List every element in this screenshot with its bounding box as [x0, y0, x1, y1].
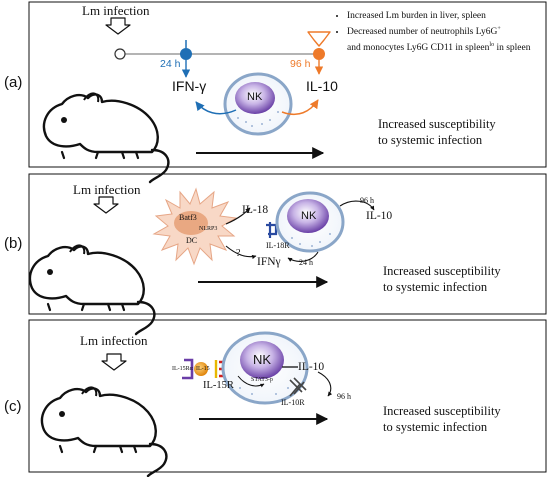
- panel-a-time-24: 24 h: [160, 58, 181, 70]
- panel-b-il18-label: IL-18: [242, 204, 269, 216]
- panel-a-nk-nucleus: [235, 82, 275, 114]
- panel-c-il10r-receptor: [289, 377, 307, 397]
- panel-b-time-24: 24 h: [299, 258, 313, 267]
- panel-c-il15-label: IL-15: [196, 366, 210, 372]
- panel-a-ifn-label: IFN-γ: [172, 78, 207, 94]
- panel-a-outcome-line2: to systemic infection: [378, 133, 483, 147]
- panel-b-outcome-line1: Increased susceptibility: [383, 264, 501, 278]
- panel-a-bullet-2: Decreased number of neutrophils Ly6G+: [347, 23, 531, 39]
- panel-a-bullet-1: Increased Lm burden in liver, spleen: [347, 10, 531, 23]
- panel-a-bullets: Increased Lm burden in liver, spleen Dec…: [337, 10, 531, 55]
- panel-c-granules: [239, 387, 289, 395]
- panel-a-time-96: 96 h: [290, 58, 311, 70]
- panel-c-96h-arrow: [317, 371, 333, 397]
- panel-c-il10r-label: IL-10R: [281, 398, 305, 407]
- panel-a-infection-label: Lm infection: [82, 3, 150, 18]
- panel-a-nk-to-ifn-arrow: [195, 101, 237, 115]
- panel-a-il10-label: IL-10: [306, 78, 338, 94]
- panel-b-infection-label: Lm infection: [73, 182, 141, 197]
- panel-b-question-arrow: [225, 245, 257, 260]
- panel-b-infection-arrow: [93, 196, 119, 214]
- panel-a-letter: (a): [4, 74, 23, 91]
- panel-b-mouse-icon: [28, 244, 156, 336]
- panel-b-letter: (b): [4, 235, 23, 252]
- panel-b-ifn-label: IFNγ: [257, 256, 281, 268]
- panel-a-mouse-icon: [42, 92, 170, 184]
- panel-b-nk-nucleus: [287, 199, 329, 233]
- panel-c-outcome-line1: Increased susceptibility: [383, 404, 501, 418]
- panel-c-letter: (c): [4, 398, 22, 415]
- panel-c-time-96: 96 h: [337, 392, 351, 401]
- panel-b-granules: [291, 233, 331, 247]
- panel-a-24h-node: [180, 48, 192, 60]
- panel-a-outcome-line1: Increased susceptibility: [378, 117, 496, 131]
- panel-b-24h-arrow: [287, 251, 319, 262]
- panel-b-nlrp3-label: NLRP3: [199, 226, 218, 232]
- panel-b-il18r-label: IL-18R: [266, 241, 290, 250]
- panel-c-stat3-label: STAT3-p: [251, 377, 273, 383]
- panel-b-time-96: 96 h: [360, 196, 374, 205]
- panel-b-il18r-receptor: [266, 222, 278, 238]
- panel-a-96h-node: [313, 48, 325, 60]
- panel-a-infection-arrow: [105, 17, 131, 35]
- panel-a-96h-arrow: [307, 31, 331, 47]
- panel-c-il15r-label: IL-15R: [203, 380, 234, 391]
- panel-a-granules: [237, 111, 279, 127]
- panel-b-batf3-label: Batf3: [179, 213, 197, 222]
- panel-c-outcome-line2: to systemic infection: [383, 420, 488, 434]
- panel-c-il15-ligand: [194, 362, 208, 376]
- panel-b-dc-label: DC: [186, 236, 198, 245]
- panel-c-infection-arrow: [101, 353, 127, 371]
- panel-a-bullet-3: and monocytes Ly6G CD11 in spleenlo in s…: [347, 42, 531, 54]
- panel-b-frame: [28, 173, 547, 315]
- panel-b-96h-arrow: [339, 200, 375, 211]
- panel-c-mouse-icon: [40, 386, 168, 477]
- panel-c-il15ra-receptor: [182, 358, 194, 380]
- panel-c-stat3-arrow: [237, 375, 265, 388]
- panel-c-infection-label: Lm infection: [80, 333, 148, 348]
- panel-c-nk-nucleus: [240, 341, 284, 379]
- panel-a-start-node: [114, 48, 126, 60]
- panel-b-dc-nucleus: [174, 211, 208, 235]
- panel-a-frame: [28, 1, 547, 168]
- panel-b-outcome-line2: to systemic infection: [383, 280, 488, 294]
- panel-b-il10-label: IL-10: [366, 210, 393, 222]
- panel-c-nk-label: NK: [253, 352, 272, 367]
- panel-b-il18-arrow: [225, 207, 251, 225]
- panel-b-nk-label: NK: [301, 210, 317, 222]
- panel-c-frame: [28, 319, 547, 473]
- panel-b-question-label: ?: [236, 248, 241, 259]
- panel-a-nk-to-il10-arrow: [281, 99, 319, 116]
- panel-c-il15ra-label: IL-15Rα: [172, 366, 193, 372]
- panel-c-il10-label: IL-10: [298, 361, 325, 373]
- panel-a-nk-label: NK: [247, 91, 263, 103]
